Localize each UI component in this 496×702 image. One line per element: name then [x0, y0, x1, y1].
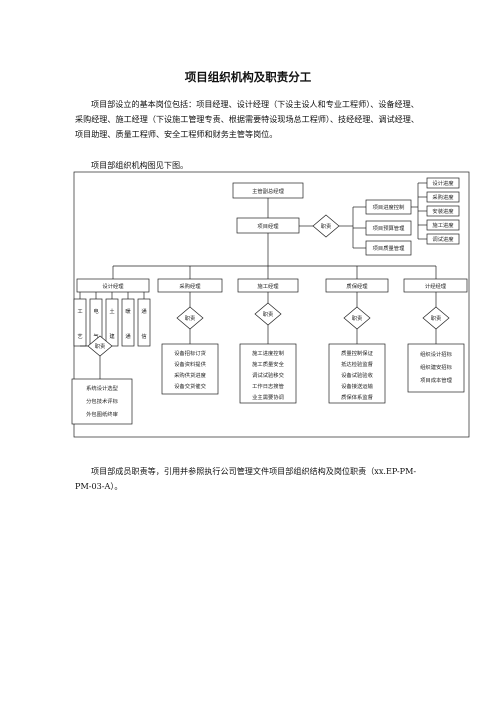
progress-item-1 — [426, 177, 460, 189]
design-duty-text-2: 分包技术评标 — [86, 397, 118, 405]
design-sub-text-3a: 土 — [109, 307, 115, 315]
design-sub-text-1a: 工 — [77, 308, 83, 315]
purchase-duty-text-1: 设备招标订货 — [174, 349, 206, 357]
pm-duty-text-3: 项目质量管理 — [373, 244, 405, 252]
manager-label-cost: 计经经理 — [425, 282, 447, 290]
design-sub-text-1b: 艺 — [77, 333, 82, 340]
construction-duty-text-2: 施工质量安全 — [252, 360, 284, 368]
pm-duty-text-1: 项目进度控制 — [373, 203, 405, 211]
quality-duty-text-4: 设备接送运输 — [341, 382, 373, 390]
chart-intro-paragraph: 项目部组织机构图见下图。 — [75, 158, 422, 173]
quality-duty-text-1: 质量控制保证 — [341, 349, 373, 357]
closing-paragraph: 项目部成员职责等，引用并参照执行公司管理文件项目部组织结构及岗位职责（xx.EP… — [75, 464, 422, 494]
design-sub-text-2b: 气 — [93, 332, 99, 340]
document-title: 项目组织机构及职责分工 — [184, 70, 312, 84]
manager-label-quality: 质保经理 — [346, 282, 368, 290]
chart-intro-text: 项目部组织机构图见下图。 — [91, 160, 189, 170]
purchase-duty-label: 职责 — [185, 314, 196, 322]
closing-text: 项目部成员职责等，引用并参照执行公司管理文件项目部组织结构及岗位职责（xx.EP… — [75, 466, 417, 491]
manager-label-construction: 施工经理 — [257, 282, 279, 290]
design-duty-text-3: 外包图纸终审 — [86, 410, 118, 418]
progress-item-text-2: 采购进度 — [432, 193, 454, 201]
purchase-duties-box — [161, 343, 219, 395]
design-sub-text-5a: 通 — [141, 307, 147, 315]
pm-duty-text-2: 项目预算管理 — [373, 224, 405, 232]
cost-duty-text-1: 组织设计招标 — [420, 350, 452, 358]
design-duty-text-1: 系统设计选型 — [86, 384, 118, 392]
quality-duty-text-3: 设备试验验收 — [341, 371, 373, 379]
design-sub-text-4b: 通 — [125, 332, 131, 340]
intro-paragraph: 项目部设立的基本岗位包括：项目经理、设计经理（下设主设人和专业工程师）、设备经理… — [75, 97, 422, 142]
quality-duty-label: 职责 — [352, 314, 363, 322]
intro-text: 项目部设立的基本岗位包括：项目经理、设计经理（下设主设人和专业工程师）、设备经理… — [75, 99, 419, 139]
project-manager-label: 项目经理 — [257, 222, 279, 230]
manager-label-design: 设计经理 — [102, 282, 124, 290]
progress-item-2 — [426, 191, 460, 203]
design-sub-text-3b: 建 — [109, 332, 115, 340]
quality-duty-text-5: 质保体系监督 — [341, 393, 373, 401]
construction-duty-label: 职责 — [263, 310, 274, 318]
progress-item-text-5: 调试进度 — [432, 235, 454, 243]
design-sub-text-5b: 信 — [141, 332, 146, 340]
design-duties-box — [71, 378, 133, 425]
progress-item-text-4: 施工进度 — [432, 221, 454, 229]
design-duty-label: 职责 — [95, 342, 106, 350]
purchase-duty-text-3: 采购供货进度 — [174, 371, 206, 379]
progress-item-text-3: 安装进度 — [432, 207, 454, 215]
design-sub-text-2a: 电 — [93, 307, 99, 315]
quality-duties-box — [328, 343, 386, 404]
construction-duty-text-4: 工作日志搜管 — [252, 382, 284, 390]
pm-duty-box-3 — [365, 240, 412, 256]
purchase-duty-text-2: 设备资料提供 — [174, 360, 206, 368]
progress-item-3 — [426, 205, 460, 217]
construction-duties-box — [239, 343, 297, 404]
quality-duty-text-2: 抵达检验监督 — [341, 360, 373, 368]
pm-duty-diamond — [312, 214, 340, 238]
design-sub-box-5 — [137, 298, 151, 347]
progress-item-4 — [426, 219, 460, 231]
cost-duties-box — [407, 343, 465, 393]
purchase-duty-text-4: 设备交货催交 — [174, 382, 206, 390]
construction-duty-text-5: 业主需要协调 — [252, 393, 284, 401]
design-sub-box-4 — [121, 298, 135, 347]
manager-box-cost — [403, 278, 468, 293]
cost-duty-text-3: 项目成本管理 — [420, 376, 452, 384]
cost-duty-label: 职责 — [431, 314, 442, 322]
manager-box-design — [76, 278, 150, 293]
progress-item-text-1: 设计进度 — [432, 179, 454, 187]
cost-duty-text-2: 组织建安招标 — [420, 363, 452, 371]
progress-item-5 — [426, 233, 460, 245]
design-sub-text-4a: 暖 — [125, 307, 131, 315]
construction-duty-text-1: 施工进度控制 — [252, 349, 284, 357]
construction-duty-text-3: 调试试验移交 — [252, 371, 284, 379]
top-manager-label: 主管副总经理 — [252, 187, 284, 195]
pm-duty-box-2 — [365, 220, 412, 236]
pm-duty-label: 职责 — [321, 222, 332, 230]
manager-label-purchase: 采购经理 — [179, 282, 201, 290]
